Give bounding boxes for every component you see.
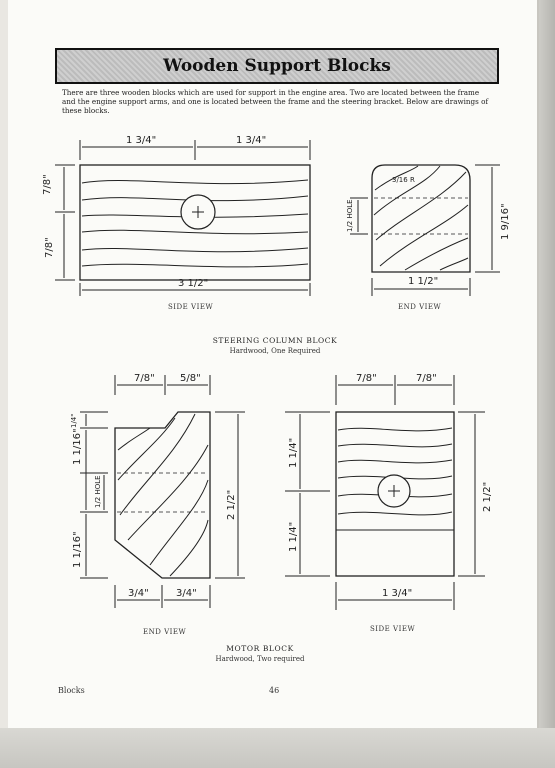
- page-title: Wooden Support Blocks: [163, 56, 391, 76]
- dim-end-radius: 3/16 R: [392, 176, 415, 184]
- motor-side-view-label: SIDE VIEW: [370, 625, 416, 633]
- title-banner: Wooden Support Blocks: [55, 48, 499, 84]
- dim-end-height: 1 9/16": [500, 203, 511, 240]
- dim-motor-top-left: 7/8": [134, 373, 155, 384]
- dim-steering-bottom: 3 1/2": [178, 278, 208, 289]
- dim-motor-top-right: 5/8": [180, 373, 201, 384]
- document-page: [8, 0, 539, 728]
- motor-caption-title: MOTOR BLOCK: [226, 644, 294, 653]
- dim-motor-side-bottom: 1 3/4": [382, 588, 412, 599]
- page-edge: [537, 0, 555, 768]
- motor-end-view: [80, 375, 245, 608]
- steering-caption-sub: Hardwood, One Required: [229, 347, 321, 355]
- page-number: 46: [269, 686, 280, 695]
- steering-side-view: [55, 140, 311, 296]
- steering-end-view: [350, 164, 500, 296]
- motor-caption-sub: Hardwood, Two required: [215, 655, 305, 663]
- dim-motor-bottom-right: 3/4": [176, 588, 197, 599]
- dim-motor-side-top-right: 7/8": [416, 373, 437, 384]
- dim-motor-bottom-left: 3/4": [128, 588, 149, 599]
- motor-end-view-label: END VIEW: [143, 628, 187, 636]
- dim-motor-side-top-left: 7/8": [356, 373, 377, 384]
- dim-motor-side-upper: 1 1/4": [288, 438, 299, 468]
- motor-side-view: [285, 375, 485, 610]
- dim-motor-left-top: 1/4": [70, 414, 78, 429]
- footer-section: Blocks: [58, 686, 85, 695]
- scan-shadow: [0, 728, 555, 768]
- dim-motor-height: 2 1/2": [226, 490, 237, 520]
- dim-steering-top-right: 1 3/4": [236, 135, 266, 146]
- dim-motor-left-bottom: 1 1/16": [72, 531, 83, 568]
- steering-side-view-label: SIDE VIEW: [168, 303, 214, 311]
- dim-motor-left-mid: 1 1/16": [72, 428, 83, 465]
- dim-motor-left-hole: 1/2 HOLE: [94, 475, 102, 508]
- dim-end-width: 1 1/2": [408, 276, 438, 287]
- dim-steering-left-upper: 7/8": [42, 174, 53, 195]
- dim-steering-left-lower: 7/8": [44, 237, 55, 258]
- intro-paragraph: There are three wooden blocks which are …: [62, 88, 489, 115]
- steering-caption-title: STEERING COLUMN BLOCK: [212, 336, 338, 345]
- dim-steering-top-left: 1 3/4": [126, 135, 156, 146]
- dim-motor-side-height: 2 1/2": [482, 482, 493, 512]
- dim-motor-side-lower: 1 1/4": [288, 522, 299, 552]
- steering-end-view-label: END VIEW: [398, 303, 442, 311]
- dim-end-hole: 1/2 HOLE: [346, 199, 354, 232]
